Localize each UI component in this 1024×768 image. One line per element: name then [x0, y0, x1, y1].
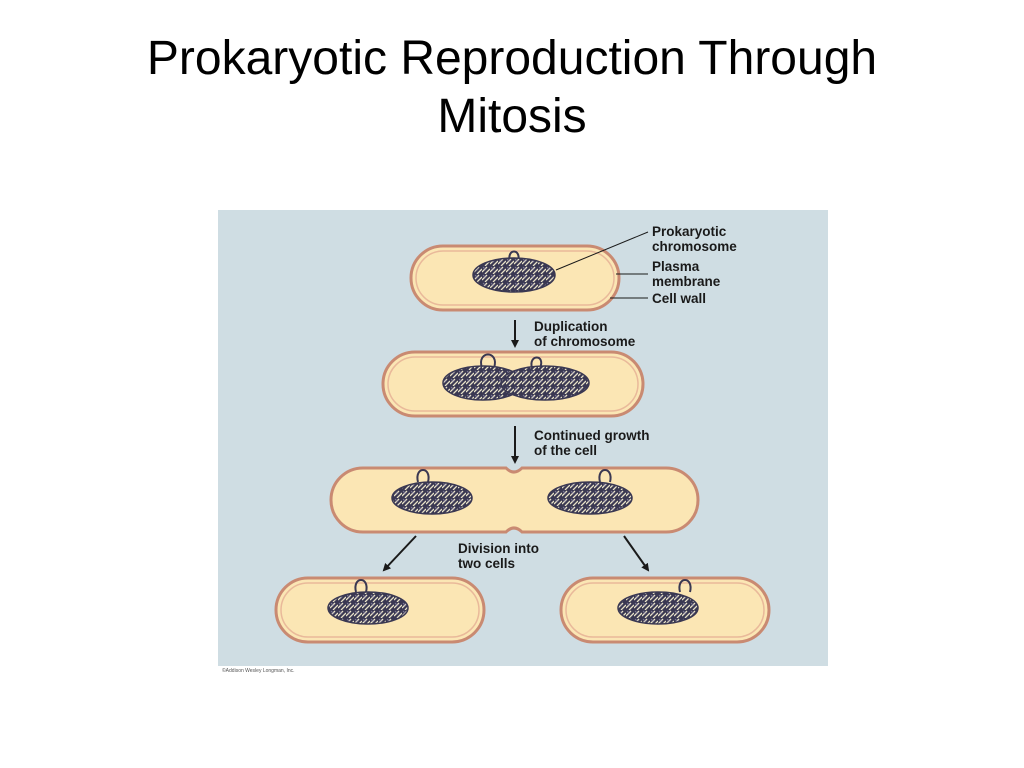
label-two-cells: two cells — [458, 556, 515, 571]
label-of-the-cell: of the cell — [534, 443, 597, 458]
title-line-2: Mitosis — [437, 90, 587, 143]
arrow-division-right — [623, 535, 650, 572]
chromosome-copy-left — [391, 469, 473, 515]
binary-fission-diagram: Prokaryotic chromosome Plasma membrane C… — [218, 210, 828, 676]
chromosome-copy-right — [547, 469, 633, 515]
label-plasma: Plasma — [652, 259, 700, 274]
label-cell-wall: Cell wall — [652, 291, 706, 306]
daughter-cell-right — [559, 576, 771, 644]
label-of-chromosome: of chromosome — [534, 334, 636, 349]
prokaryotic-chromosome — [472, 250, 556, 293]
label-prokaryotic: Prokaryotic — [652, 224, 727, 239]
label-division-into: Division into — [458, 541, 539, 556]
dividing-cell — [329, 466, 700, 534]
label-duplication: Duplication — [534, 319, 608, 334]
daughter-cell-left — [274, 576, 486, 644]
original-cell — [409, 244, 621, 312]
duplicated-chromosome-cell — [381, 350, 645, 418]
label-continued-growth: Continued growth — [534, 428, 649, 443]
label-chromosome: chromosome — [652, 239, 737, 254]
slide-title: Prokaryotic Reproduction Through Mitosis — [40, 30, 984, 146]
duplicated-chromosome — [442, 353, 590, 401]
title-line-1: Prokaryotic Reproduction Through — [146, 32, 878, 85]
copyright-credit: ©Addison Wesley Longman, Inc. — [222, 667, 295, 674]
chromosome-leader-line — [555, 231, 649, 271]
label-membrane: membrane — [652, 274, 721, 289]
arrow-division-left — [382, 535, 417, 572]
